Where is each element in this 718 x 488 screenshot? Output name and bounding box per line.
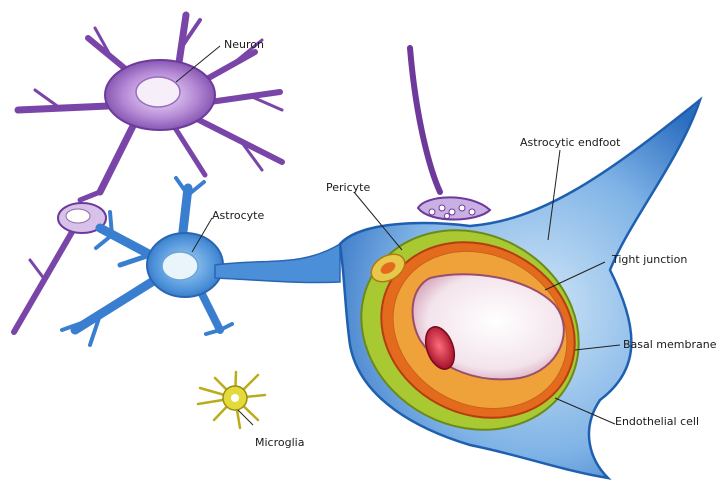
- label-basal-membrane: Basal membrane: [623, 338, 717, 352]
- label-tight-junction: Tight junction: [612, 253, 687, 267]
- label-microglia: Microglia: [255, 436, 304, 450]
- upper-process: [410, 48, 490, 220]
- astrocyte-cell: [62, 178, 340, 345]
- label-astrocyte: Astrocyte: [212, 209, 264, 223]
- label-endothelial-cell: Endothelial cell: [615, 415, 699, 429]
- microglia-cell: [198, 372, 265, 428]
- label-astrocytic-endfoot: Astrocytic endfoot: [520, 136, 620, 150]
- label-pericyte: Pericyte: [326, 181, 370, 195]
- label-neuron: Neuron: [224, 38, 264, 52]
